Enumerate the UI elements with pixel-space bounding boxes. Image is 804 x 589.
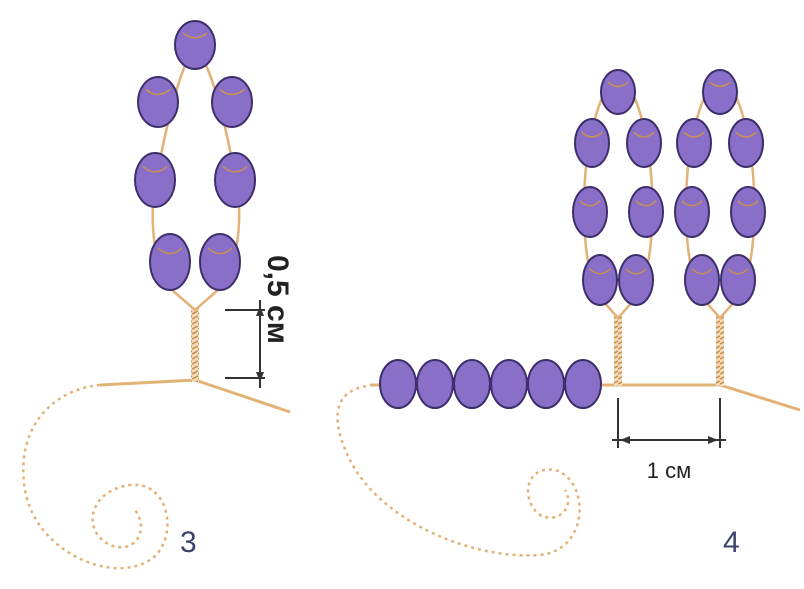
figure-3: 0,5 см 3 — [22, 20, 294, 570]
twisted-stem-4a — [614, 316, 622, 386]
bead — [618, 254, 654, 306]
bead — [379, 359, 417, 409]
bead — [684, 254, 720, 306]
bead — [527, 359, 565, 409]
bead — [674, 186, 710, 238]
bead-thread — [737, 200, 759, 207]
bead-row-4 — [379, 359, 602, 409]
bead — [676, 118, 712, 168]
bead-thread — [735, 131, 757, 138]
wire-dotted-curl-4 — [336, 383, 581, 557]
bead-thread — [589, 268, 611, 275]
bead — [572, 186, 608, 238]
bead — [730, 186, 766, 238]
bead-thread — [579, 200, 601, 207]
bead-thread — [145, 88, 171, 96]
bead — [574, 118, 610, 168]
bead-thread — [681, 200, 703, 207]
dimension-1-cm: 1 см — [612, 398, 726, 483]
figure-number-4: 4 — [723, 526, 740, 559]
measurement-label-3: 0,5 см — [261, 255, 294, 344]
bead-thread — [142, 165, 168, 173]
main-wire-3 — [99, 378, 291, 414]
bead — [453, 359, 491, 409]
bead-loop-4b — [674, 69, 766, 306]
bead — [199, 233, 241, 291]
bead — [702, 69, 738, 115]
dimension-0-5-cm: 0,5 см — [225, 255, 294, 388]
bead — [582, 254, 618, 306]
bead — [174, 20, 216, 70]
bead-thread — [709, 81, 731, 88]
bead — [214, 152, 256, 208]
bead — [211, 76, 253, 128]
figure-4: 1 см 4 — [336, 69, 801, 559]
bead-thread — [207, 247, 233, 255]
measurement-label-4: 1 см — [647, 458, 691, 483]
bead — [728, 118, 764, 168]
bead-loop-3 — [134, 20, 256, 291]
bead-thread — [581, 131, 603, 138]
bead-thread — [607, 81, 629, 88]
arrowhead-left — [620, 436, 630, 444]
bead-thread — [727, 268, 749, 275]
bead-loop-4a — [572, 69, 664, 306]
figure-number-3: 3 — [180, 526, 197, 559]
bead — [137, 76, 179, 128]
wire-dotted-curl-3 — [22, 383, 169, 570]
bead — [416, 359, 454, 409]
arrowhead-right — [708, 436, 718, 444]
bead-thread — [635, 200, 657, 207]
arrowhead-up — [256, 306, 264, 316]
bead-thread — [633, 131, 655, 138]
bead — [600, 69, 636, 115]
bead — [490, 359, 528, 409]
bead-thread — [625, 268, 647, 275]
twisted-stem-3 — [191, 308, 199, 382]
bead — [149, 233, 191, 291]
bead — [628, 186, 664, 238]
twisted-stem-4b — [716, 316, 724, 386]
bead — [626, 118, 662, 168]
bead-thread — [182, 32, 208, 39]
bead — [720, 254, 756, 306]
bead — [134, 152, 176, 208]
arrowhead-down — [256, 372, 264, 382]
bead-thread — [691, 268, 713, 275]
bead-thread — [157, 247, 183, 255]
bead-thread — [222, 165, 248, 173]
bead-thread — [683, 131, 705, 138]
bead — [564, 359, 602, 409]
bead-thread — [219, 88, 245, 96]
